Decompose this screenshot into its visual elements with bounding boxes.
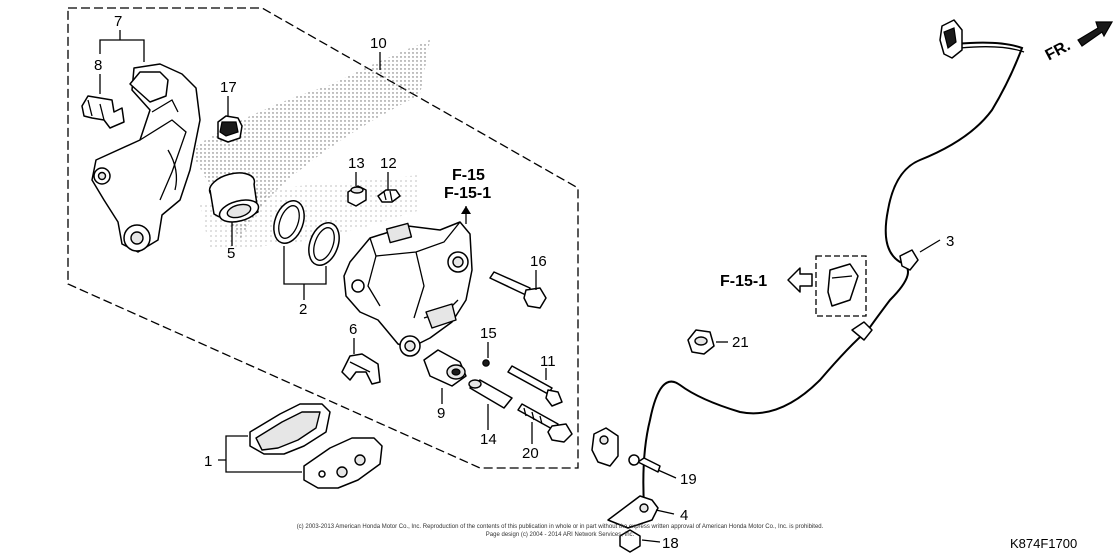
ref-arrow-f15-1-side (787, 267, 813, 293)
callout-18: 18 (662, 535, 679, 552)
slide-sleeve (468, 379, 513, 409)
copyright-footer: (c) 2003-2013 American Honda Motor Co., … (297, 524, 824, 538)
wire-guide-inset (815, 255, 867, 317)
ref-f15-1-side: F-15-1 (720, 273, 767, 290)
wire-clamp (687, 329, 715, 355)
slide-pin (507, 365, 563, 407)
callout-13: 13 (348, 155, 365, 172)
brake-pads (249, 403, 383, 489)
callout-1: 1 (204, 453, 212, 470)
spring-ball (482, 359, 490, 367)
bleeder-cap (347, 185, 367, 207)
copyright-line-2: Page design (c) 2004 - 2014 ARI Network … (486, 532, 635, 538)
callout-8: 8 (94, 57, 102, 74)
pin-bolt (489, 271, 547, 309)
sensor-bracket (607, 495, 659, 553)
callout-4: 4 (680, 507, 688, 524)
callout-3: 3 (946, 233, 954, 250)
reference-labels: F-15 F-15-1 F-15-1 (444, 167, 767, 290)
ref-f15: F-15 (452, 167, 485, 184)
callout-15: 15 (480, 325, 497, 342)
callout-20: 20 (522, 445, 539, 462)
bleeder-screw (377, 189, 401, 203)
wheel-speed-sensor (591, 427, 661, 473)
callout-5: 5 (227, 245, 235, 262)
caliper-bracket (91, 63, 201, 253)
callout-2: 2 (299, 301, 307, 318)
ref-arrow-f15 (461, 206, 471, 224)
slide-boot (217, 115, 243, 143)
callout-16: 16 (530, 253, 547, 270)
caliper-body (343, 221, 473, 357)
front-direction-label: FR. (1043, 37, 1074, 64)
piston (208, 172, 260, 223)
caliper-bolt (517, 403, 573, 443)
copyright-line: (c) 2003-2013 American Honda Motor Co., … (297, 524, 824, 530)
pad-spring (81, 95, 125, 129)
callout-10: 10 (370, 35, 387, 52)
callout-14: 14 (480, 431, 497, 448)
callout-6: 6 (349, 321, 357, 338)
callout-9: 9 (437, 405, 445, 422)
callout-7: 7 (114, 13, 122, 30)
callout-19: 19 (680, 471, 697, 488)
speed-sensor-wire (642, 19, 1025, 521)
ref-f15-1: F-15-1 (444, 185, 491, 202)
callout-21: 21 (732, 334, 749, 351)
pad-retainer (341, 353, 381, 385)
caliper-group-outline (67, 7, 579, 469)
callout-12: 12 (380, 155, 397, 172)
leader-lines (99, 30, 941, 543)
callout-labels: 7 8 10 17 13 12 5 2 16 6 15 11 9 14 20 1… (94, 13, 954, 552)
callout-17: 17 (220, 79, 237, 96)
piston-seals (273, 200, 340, 266)
sleeve-boot (423, 349, 467, 387)
callout-11: 11 (540, 353, 556, 370)
front-direction-arrow: FR. (1043, 21, 1114, 64)
diagram-code: K874F1700 (1010, 536, 1077, 551)
